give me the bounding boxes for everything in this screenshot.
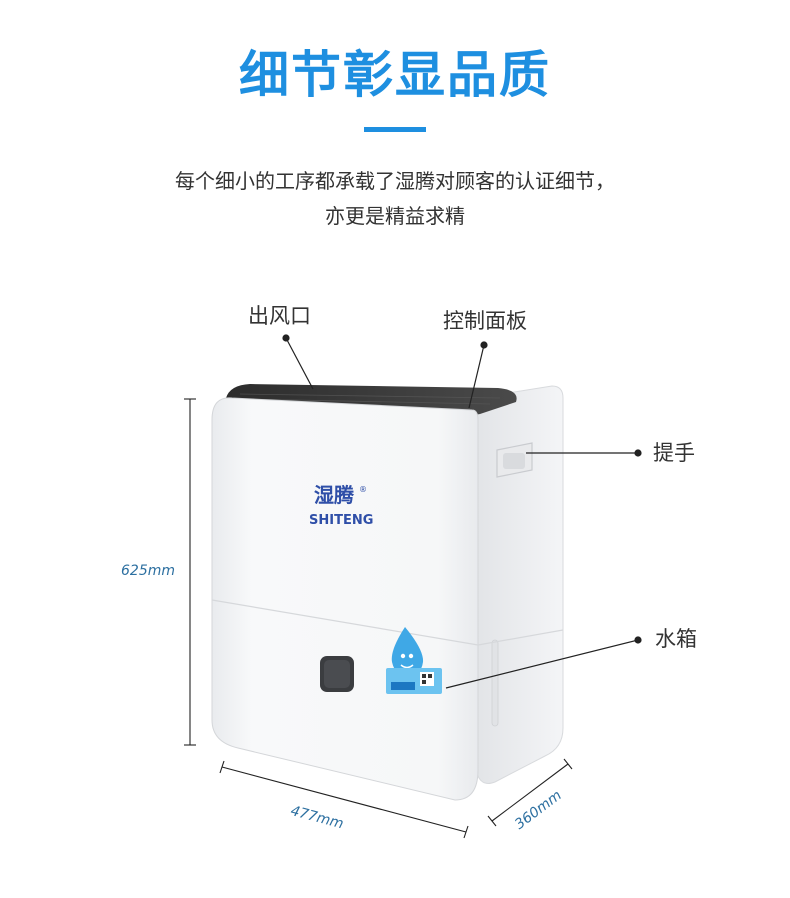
dimension-lines xyxy=(184,398,573,839)
leader-air-outlet xyxy=(285,337,314,390)
droplet-mascot-sticker xyxy=(386,627,442,694)
dimension-height: 625mm xyxy=(121,563,175,579)
page-title: 细节彰显品质 xyxy=(239,46,551,104)
subtitle-line-2: 亦更是精益求精 xyxy=(325,204,465,228)
callout-handle: 提手 xyxy=(653,441,695,465)
device-front-panel xyxy=(211,397,479,801)
handle-grip xyxy=(503,453,525,469)
registered-mark: ® xyxy=(359,485,367,494)
tank-seam xyxy=(211,599,479,646)
subtitle-line-1: 每个细小的工序都承载了湿腾对顾客的认证细节， xyxy=(175,169,615,193)
dim-width-line xyxy=(221,766,467,833)
brand-logo-cn: 湿腾 xyxy=(314,483,355,507)
leader-control-panel xyxy=(468,344,485,409)
callout-air-outlet: 出风口 xyxy=(248,304,311,328)
dim-depth-line xyxy=(491,763,569,822)
brand-logo-en: SHITENG xyxy=(309,513,373,528)
title-underline xyxy=(364,127,426,132)
callout-control-panel: 控制面板 xyxy=(443,309,527,333)
leader-water-tank xyxy=(445,639,639,689)
callout-water-tank: 水箱 xyxy=(655,627,697,651)
tank-window xyxy=(491,639,499,727)
